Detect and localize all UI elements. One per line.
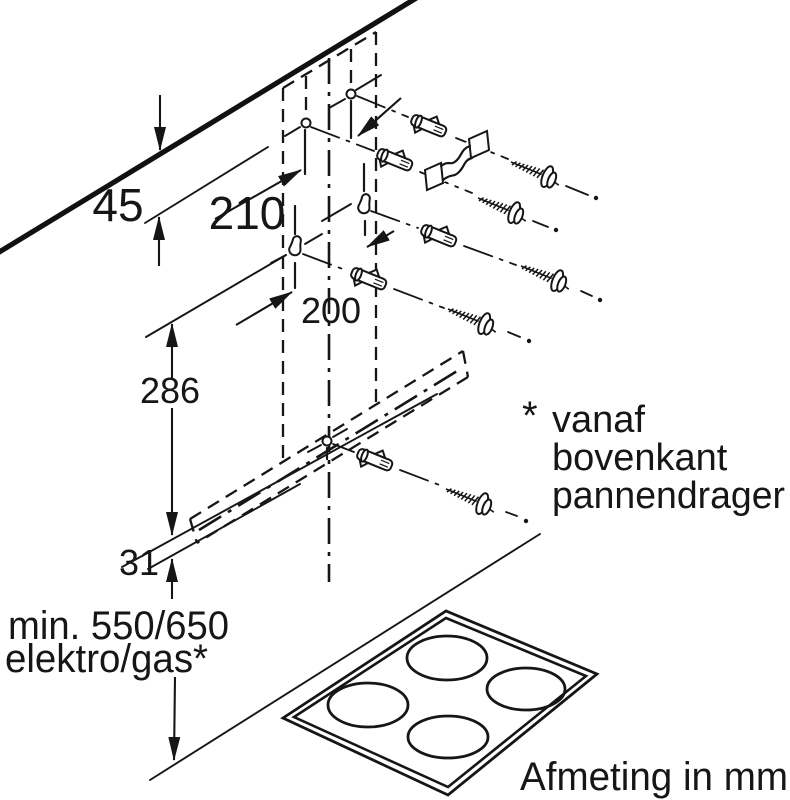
dim-200: 200 bbox=[235, 230, 395, 331]
dim-31: 31 bbox=[119, 542, 178, 599]
screw-icon bbox=[440, 477, 501, 521]
cooktop bbox=[280, 609, 600, 797]
burner-right bbox=[485, 666, 567, 712]
wall-bracket bbox=[423, 129, 491, 192]
screw-icon bbox=[505, 150, 566, 194]
screw-icon bbox=[472, 186, 533, 230]
bracket-screw-hole bbox=[321, 435, 333, 447]
burner-front bbox=[406, 714, 490, 760]
burner-back bbox=[405, 634, 489, 682]
footnote-line-3: pannendrager bbox=[552, 475, 785, 517]
dim-286: 286 bbox=[140, 254, 287, 536]
burner-left bbox=[326, 681, 410, 729]
min-clearance-label: min. 550/650 bbox=[8, 604, 229, 648]
dim-31-label: 31 bbox=[119, 542, 159, 583]
dim-286-label: 286 bbox=[140, 370, 200, 411]
dim-min-clearance: min. 550/650 elektro/gas* bbox=[5, 604, 229, 761]
hood-lip-line bbox=[147, 483, 301, 570]
dim-210-label: 210 bbox=[209, 187, 286, 239]
countertop-line bbox=[149, 533, 541, 781]
wall-anchor-icon bbox=[416, 217, 461, 255]
footnote-line-1: vanaf bbox=[552, 399, 645, 441]
footnote-line-2: bovenkant bbox=[552, 437, 728, 479]
wall-anchor-icon bbox=[372, 141, 417, 179]
keyhole-right bbox=[321, 162, 374, 237]
screw-icon bbox=[442, 297, 503, 341]
screw-icon bbox=[515, 254, 576, 298]
ceiling-line bbox=[0, 0, 419, 255]
top-drill-holes bbox=[284, 74, 382, 176]
hood-bottom-line bbox=[121, 393, 438, 568]
dim-45-label: 45 bbox=[92, 179, 143, 231]
footnote-marker: * bbox=[522, 394, 538, 438]
dim-200-label: 200 bbox=[301, 290, 361, 331]
min-clearance-qualifier: elektro/gas* bbox=[5, 637, 208, 681]
wall-anchor-icon bbox=[406, 107, 451, 145]
dim-45: 45 bbox=[92, 95, 269, 266]
wall-anchor-icon bbox=[352, 441, 397, 479]
dim-210: 210 bbox=[209, 97, 402, 239]
caption: Afmeting in mm bbox=[520, 755, 788, 799]
footnote: * vanaf bovenkant pannendrager bbox=[522, 394, 785, 517]
